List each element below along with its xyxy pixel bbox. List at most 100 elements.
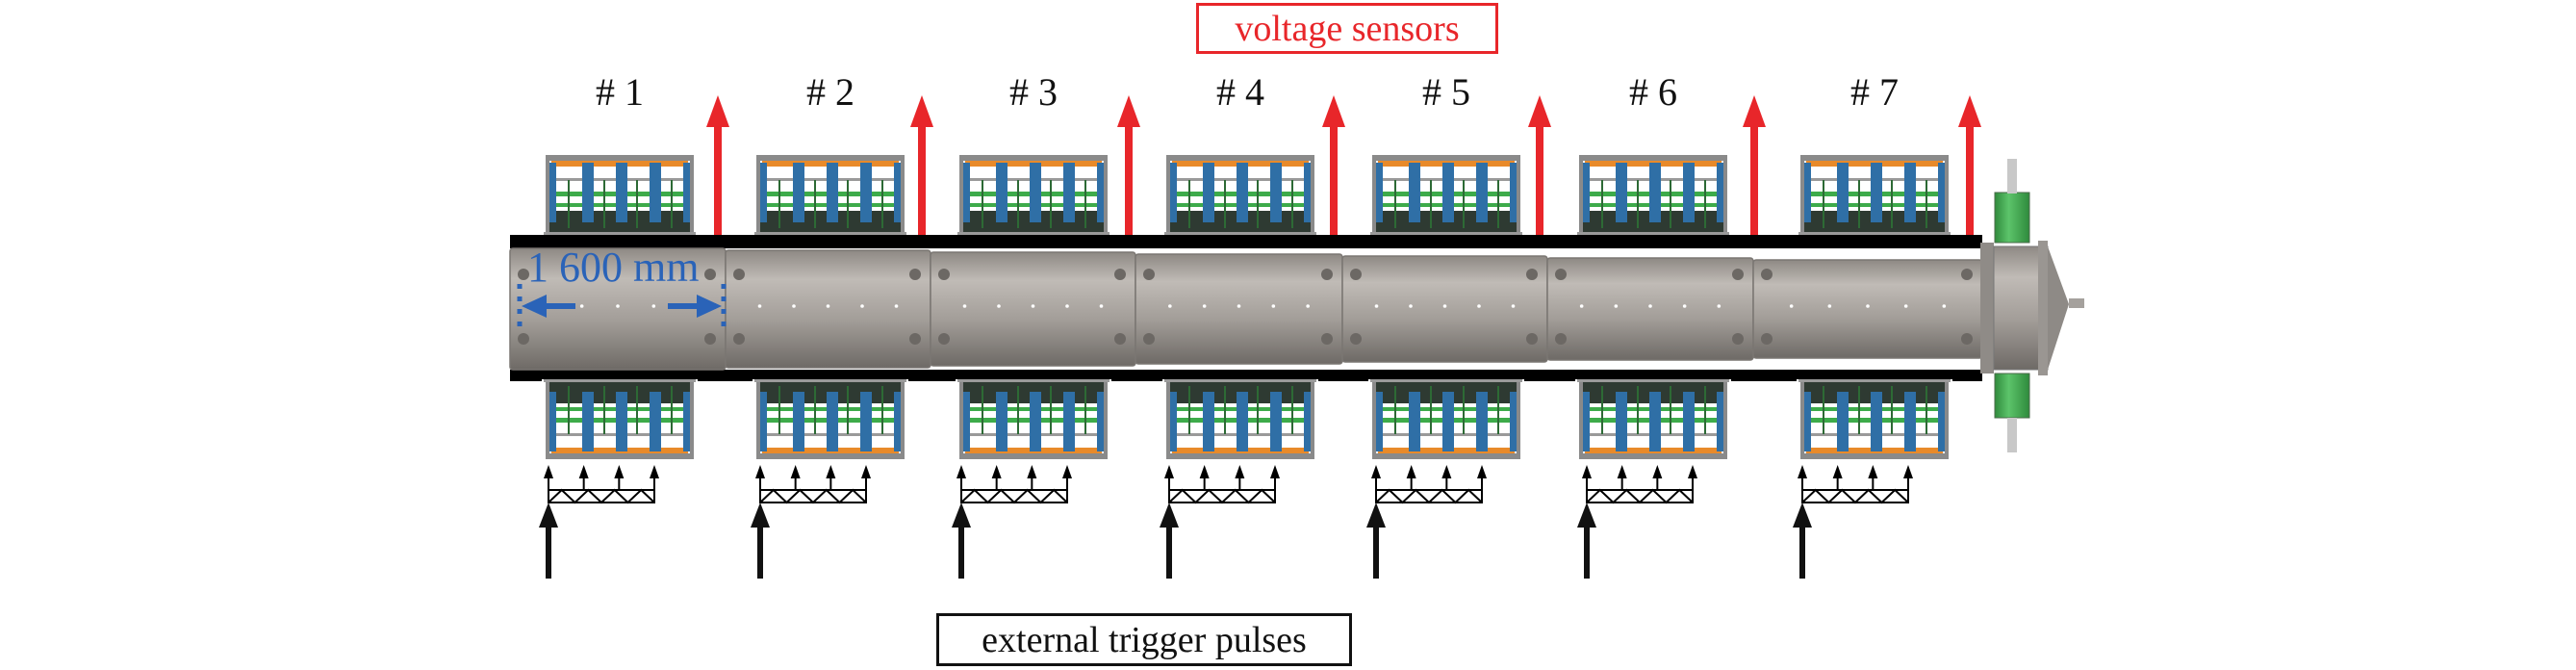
bolt: [1321, 269, 1333, 280]
voltage-sensor-arrow-shaft: [1750, 125, 1758, 235]
switch-module-top: [752, 151, 908, 235]
trigger-branch-arrowhead: [614, 465, 625, 478]
bolt: [1350, 333, 1362, 345]
tube-dot: [1374, 304, 1379, 308]
dimension-arrow-left-head: [522, 295, 547, 318]
trigger-branch-arrowhead: [991, 465, 1002, 478]
tube-dot: [1942, 304, 1947, 308]
voltage-sensor-arrow-shaft: [714, 125, 722, 235]
bolt: [733, 333, 745, 345]
bolt: [1761, 269, 1773, 280]
tube-segment: [725, 249, 931, 369]
bolt: [1143, 333, 1155, 345]
trigger-arrow-shaft: [958, 525, 964, 579]
voltage-sensor-arrow-shaft: [1966, 125, 1974, 235]
bolt: [518, 333, 529, 345]
switch-module-bottom: [1368, 379, 1524, 463]
tube-dot: [1306, 304, 1310, 308]
tube-dot: [1579, 304, 1584, 308]
tube-segment: [1135, 253, 1343, 365]
switch-module-top: [1162, 151, 1318, 235]
switch-module-bottom: [956, 379, 1111, 463]
trigger-branch-arrowhead: [650, 465, 659, 478]
tube-dot: [1511, 304, 1516, 308]
tube-dot: [1827, 304, 1832, 308]
voltage-sensor-arrow-shaft: [1330, 125, 1338, 235]
voltage-sensor-arrow-shaft: [1125, 125, 1133, 235]
trigger-ladder-zigzag: [960, 488, 1068, 504]
tube-segment: [1341, 255, 1548, 363]
trigger-arrow-head: [1160, 502, 1179, 528]
bolt: [1350, 269, 1362, 280]
bolt: [1114, 269, 1126, 280]
trigger-ladder-zigzag: [1801, 488, 1909, 504]
trigger-branch-arrowhead: [1371, 465, 1381, 478]
bolt: [909, 333, 921, 345]
tube-dot: [1271, 304, 1276, 308]
bolt: [518, 269, 529, 280]
tube-dot: [894, 304, 899, 308]
dimension-arrow-right-shaft: [668, 303, 716, 309]
tube-dot: [1477, 304, 1481, 308]
tube-dot: [1866, 304, 1870, 308]
tube-segment: [1546, 257, 1754, 361]
trigger-branch-arrowhead: [1270, 465, 1280, 478]
tube-dot: [962, 304, 967, 308]
trigger-branch-arrowhead: [956, 465, 966, 478]
trigger-branch-arrowhead: [1406, 465, 1416, 478]
module-label: # 2: [806, 70, 854, 114]
dimension-arrow-left-shaft: [527, 303, 575, 309]
tube-segment: [1752, 259, 1983, 359]
tube-dot: [1614, 304, 1619, 308]
bolt: [1732, 333, 1744, 345]
tube-dot: [1717, 304, 1722, 308]
trigger-branch-arrowhead: [1617, 465, 1627, 478]
bolt: [1526, 333, 1538, 345]
trigger-branch-arrowhead: [1688, 465, 1697, 478]
bolt: [733, 269, 745, 280]
module-label: # 7: [1850, 70, 1899, 114]
end-flange-inner: [1980, 243, 1994, 374]
tube-dot: [860, 304, 864, 308]
trigger-arrow-shaft: [1166, 525, 1172, 579]
external-trigger-pulses-label: external trigger pulses: [936, 613, 1352, 666]
bolt: [1961, 269, 1973, 280]
bolt: [1143, 269, 1155, 280]
trigger-branch-arrowhead: [1027, 465, 1037, 478]
tube-dot: [1682, 304, 1687, 308]
tube-dot: [792, 304, 796, 308]
bolt: [1732, 269, 1744, 280]
bolt: [704, 269, 716, 280]
trigger-branch-arrowhead: [861, 465, 871, 478]
tube-dot: [1099, 304, 1104, 308]
bolt: [909, 269, 921, 280]
bolt: [704, 333, 716, 345]
trigger-branch-arrowhead: [1798, 465, 1807, 478]
trigger-branch-arrowhead: [1062, 465, 1072, 478]
trigger-arrow-head: [1577, 502, 1596, 528]
trigger-branch-arrowhead: [1903, 465, 1913, 478]
trigger-ladder-zigzag: [548, 488, 655, 504]
module-label: # 3: [1009, 70, 1058, 114]
voltage-sensor-arrow-head: [1322, 95, 1345, 127]
switch-module-bottom: [1797, 379, 1952, 463]
dimension-arrow-right-head: [697, 295, 722, 318]
end-cone: [2048, 246, 2069, 370]
trigger-arrow-shaft: [757, 525, 763, 579]
voltage-sensors-label: voltage sensors: [1196, 3, 1498, 54]
voltage-sensor-arrow-head: [1743, 95, 1766, 127]
switch-module-top: [956, 151, 1111, 235]
module-label: # 4: [1216, 70, 1264, 114]
voltage-sensor-arrow-head: [910, 95, 933, 127]
tube-dot: [1237, 304, 1241, 308]
tube-dot: [1648, 304, 1652, 308]
tube-dot: [1903, 304, 1908, 308]
trigger-branch-arrowhead: [1477, 465, 1487, 478]
switch-module-bottom: [1162, 379, 1318, 463]
voltage-sensor-arrow-shaft: [918, 125, 926, 235]
voltage-sensor-arrow-head: [1117, 95, 1140, 127]
end-rod-bottom: [2007, 418, 2017, 452]
bottom-rail: [510, 370, 1982, 381]
trigger-arrow-head: [1793, 502, 1812, 528]
